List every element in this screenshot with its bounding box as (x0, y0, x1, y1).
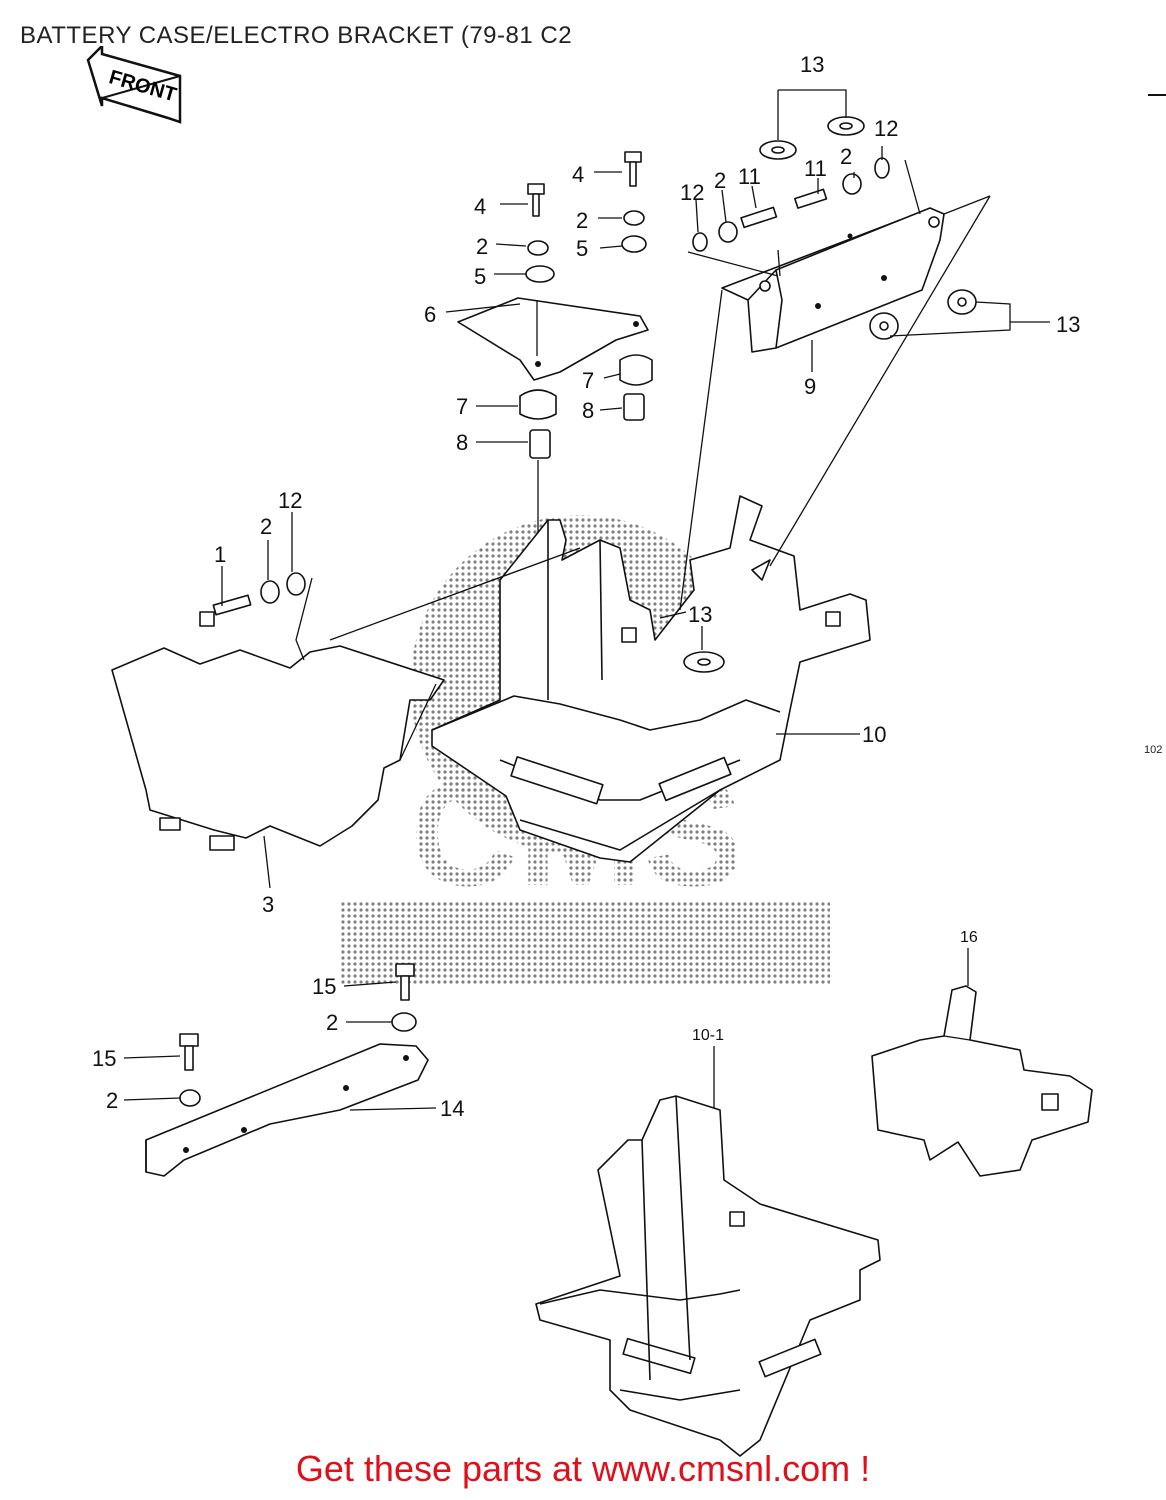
callout-3: 3 (262, 892, 274, 917)
callout-5-right: 5 (576, 236, 588, 261)
callout-2-lower: 2 (106, 1088, 118, 1113)
callout-13-right: 13 (1056, 312, 1080, 337)
callout-7-left: 7 (456, 394, 468, 419)
callout-labels: 13 12 2 11 11 2 12 4 4 2 2 5 5 6 7 7 8 8… (92, 52, 1080, 1121)
callout-2-left: 2 (476, 234, 488, 259)
page-edge-mark (1148, 94, 1166, 96)
cover-plate-part-6 (457, 297, 649, 381)
callout-6: 6 (424, 302, 436, 327)
hardware-parts-2-11-12-right (692, 157, 890, 252)
bracket-part-16 (871, 985, 1093, 1177)
callout-11-left: 11 (738, 164, 761, 189)
callout-16: 16 (960, 929, 978, 946)
callout-5-left: 5 (474, 264, 486, 289)
battery-case-part-10-1 (535, 1095, 881, 1457)
callout-2-lower-upper: 2 (326, 1010, 338, 1035)
hardware-parts-4-2-5-7-8 (519, 151, 653, 540)
callout-8-left: 8 (456, 430, 468, 455)
diagram-title: BATTERY CASE/ELECTRO BRACKET (79-81 C2 (20, 22, 573, 49)
callout-2-cover: 2 (260, 514, 272, 539)
callout-1: 1 (214, 542, 226, 567)
hardware-part-13-top (759, 116, 977, 340)
callout-2-upper: 2 (576, 208, 588, 233)
callout-15-upper: 15 (312, 974, 336, 999)
callout-14: 14 (440, 1096, 464, 1121)
hardware-parts-1-2-12-left (199, 572, 313, 661)
callout-12-top-right: 12 (874, 116, 898, 141)
callout-2-bracket: 2 (714, 168, 726, 193)
callout-12-bracket: 12 (680, 180, 704, 205)
callout-9: 9 (804, 374, 816, 399)
callout-13-top: 13 (800, 52, 824, 77)
hardware-part-13-center (683, 651, 725, 673)
footer-link[interactable]: Get these parts at www.cmsnl.com ! (295, 1448, 871, 1489)
electro-bracket-part-9 (687, 207, 945, 353)
bracket-part-14 (145, 1043, 429, 1177)
callout-11-right: 11 (804, 156, 827, 181)
callout-8-right: 8 (582, 398, 594, 423)
callout-7-right: 7 (582, 368, 594, 393)
callout-13-center: 13 (688, 602, 712, 627)
front-arrow-icon: FRONT (86, 46, 182, 124)
battery-cover-part-3 (111, 547, 581, 851)
battery-case-part-10 (431, 495, 871, 863)
callout-4-right: 4 (572, 162, 584, 187)
callout-2-top-right: 2 (840, 144, 852, 169)
callout-4-left: 4 (474, 194, 486, 219)
leader-lines (123, 89, 1050, 1111)
callout-15-lower: 15 (92, 1046, 116, 1071)
diagram-reference-code: 102 (1144, 744, 1163, 756)
callout-12-cover: 12 (278, 488, 302, 513)
hardware-parts-15-2 (179, 963, 417, 1107)
callout-10: 10 (862, 722, 886, 747)
callout-10-1: 10-1 (692, 1027, 724, 1044)
